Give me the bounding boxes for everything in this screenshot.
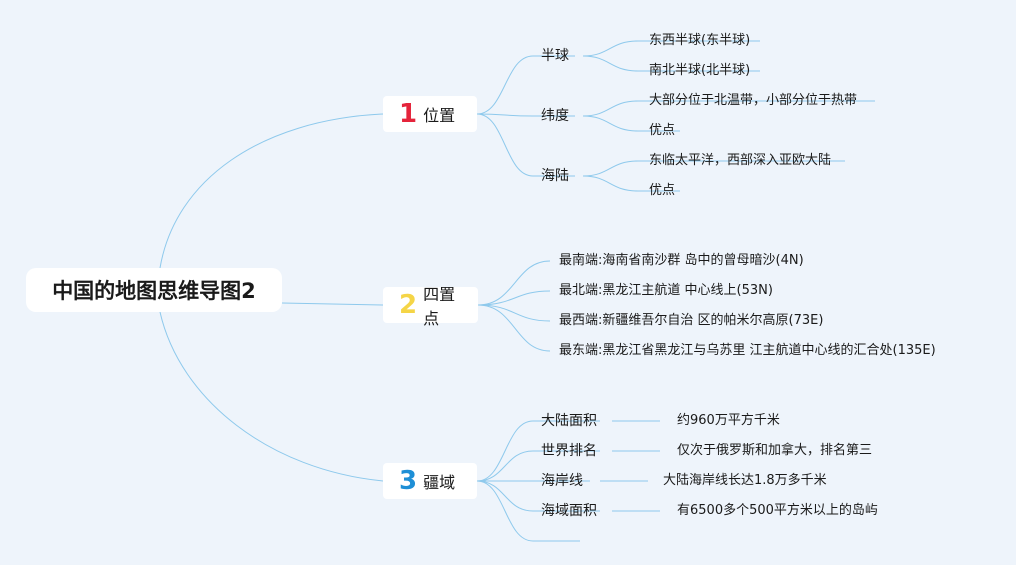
connector-b1-half [476,55,575,115]
value-coastline: 大陆海岸线长达1.8万多千米 [663,473,827,488]
sub-latitude: 纬度 [541,108,569,124]
item-westernmost: 最西端:新疆维吾尔自治 区的帕米尔高原(73E) [559,313,824,328]
item-southernmost: 最南端:海南省南沙群 岛中的曾母暗沙(4N) [559,253,804,268]
branch-territory[interactable]: 3 疆域 [383,463,477,499]
sub-sea-land: 海陆 [541,168,569,184]
item-easternmost: 最东端:黑龙江省黑龙江与乌苏里 江主航道中心线的汇合处(135E) [559,343,936,358]
connector-root-branch2 [281,302,384,306]
branch-territory-label: 疆域 [423,473,456,492]
item-sea-land-advantage: 优点 [649,183,676,198]
item-sea-land-position: 东临太平洋，西部深入亚欧大陆 [649,153,832,168]
connector-b1-lat [476,113,575,117]
sub-hemisphere: 半球 [541,48,569,64]
value-land-area: 约960万平方千米 [677,413,780,428]
branch-extreme-points-label: 四置点 [423,285,456,328]
sub-land-area: 大陆面积 [541,413,597,429]
value-sea-area: 有6500多个500平方米以上的岛屿 [677,503,878,518]
number-1-icon: 1 [399,99,418,129]
branch-extreme-points[interactable]: 2 四置点 [383,285,478,328]
branch-location[interactable]: 1 位置 [383,96,477,132]
value-world-rank: 仅次于俄罗斯和加拿大，排名第三 [677,443,873,458]
number-3-icon: 3 [399,466,418,496]
item-northernmost: 最北端:黑龙江主航道 中心线上(53N) [559,283,773,298]
item-latitude-advantage: 优点 [649,123,676,138]
connector-root-branch3 [159,311,384,482]
sub-world-rank: 世界排名 [541,443,597,459]
sub-sea-area: 海域面积 [541,503,597,519]
item-hemisphere-ns: 南北半球(北半球) [649,63,751,78]
branch-location-label: 位置 [423,106,456,125]
number-2-icon: 2 [399,290,418,320]
root-title: 中国的地图思维导图2 [52,279,256,303]
item-latitude-zone: 大部分位于北温带，小部分位于热带 [649,93,858,108]
connector-b1-sea [476,113,575,177]
item-hemisphere-ew: 东西半球(东半球) [649,33,751,48]
root-node[interactable]: 中国的地图思维导图2 [26,268,282,312]
sub-coastline: 海岸线 [541,473,583,489]
connector-root-branch1 [159,113,384,269]
